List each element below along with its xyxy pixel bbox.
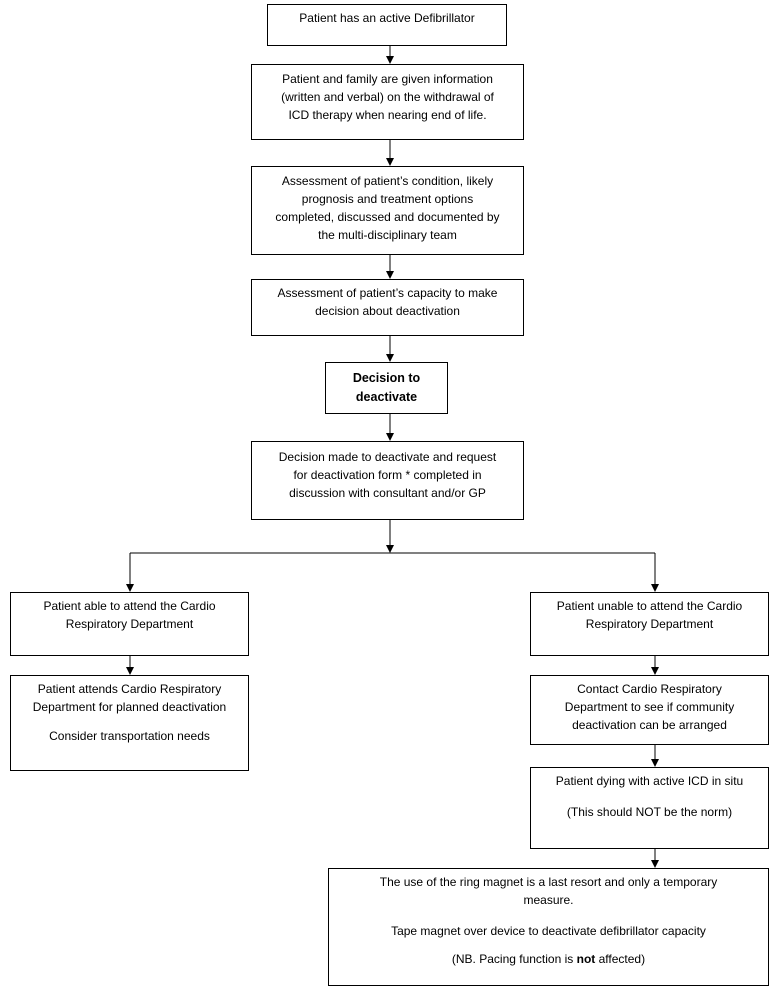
node-text: Patient has an active Defibrillator [299, 11, 475, 25]
node-text: Assessment of patient’s capacity to make [277, 286, 498, 300]
node-text: discussion with consultant and/or GP [289, 486, 486, 500]
node-unable-to-attend: Patient unable to attend the Cardio Resp… [530, 592, 769, 656]
node-text: prognosis and treatment options [301, 192, 474, 206]
node-contact-department: Contact Cardio Respiratory Department to… [530, 675, 769, 745]
node-text: Department for planned deactivation [32, 700, 227, 714]
node-text: Consider transportation needs [49, 729, 210, 743]
node-text: Respiratory Department [585, 617, 714, 631]
node-assessment-capacity: Assessment of patient’s capacity to make… [251, 279, 524, 336]
node-text: (written and verbal) on the withdrawal o… [281, 90, 494, 104]
node-text: decision about deactivation [315, 304, 460, 318]
node-text: deactivation can be arranged [572, 718, 727, 732]
node-text: completed, discussed and documented by [275, 210, 500, 224]
node-text: Patient able to attend the Cardio [43, 599, 216, 613]
node-active-defibrillator: Patient has an active Defibrillator [267, 4, 507, 46]
node-text: The use of the ring magnet is a last res… [379, 875, 718, 889]
node-text: (This should NOT be the norm) [566, 805, 733, 819]
note-text-post: affected) [595, 952, 646, 966]
node-text: measure. [523, 893, 574, 907]
node-text: Contact Cardio Respiratory [577, 682, 722, 696]
node-decision-made: Decision made to deactivate and request … [251, 441, 524, 520]
node-text: (NB. Pacing function is not affected) [335, 950, 762, 968]
node-ring-magnet: The use of the ring magnet is a last res… [328, 868, 769, 986]
node-assessment-condition: Assessment of patient’s condition, likel… [251, 166, 524, 255]
node-text: Patient dying with active ICD in situ [555, 774, 744, 788]
node-text: Patient unable to attend the Cardio [556, 599, 743, 613]
node-decision-to-deactivate: Decision to deactivate [325, 362, 448, 414]
node-text: Respiratory Department [65, 617, 194, 631]
node-text: Assessment of patient’s condition, likel… [281, 174, 494, 188]
node-text: Tape magnet over device to deactivate de… [391, 924, 706, 938]
node-text: Patient attends Cardio Respiratory [37, 682, 222, 696]
node-text: ICD therapy when nearing end of life. [288, 108, 487, 122]
node-dying-with-active-icd: Patient dying with active ICD in situ (T… [530, 767, 769, 849]
node-text: Department to see if community [564, 700, 735, 714]
note-text-pre: (NB. Pacing function is [451, 952, 577, 966]
node-attends-planned-deactivation: Patient attends Cardio Respiratory Depar… [10, 675, 249, 771]
spacer [335, 940, 762, 950]
node-text: Decision made to deactivate and request [278, 450, 497, 464]
node-information-given: Patient and family are given information… [251, 64, 524, 140]
node-text: deactivate [355, 390, 418, 404]
node-text: the multi-disciplinary team [318, 228, 457, 242]
node-able-to-attend: Patient able to attend the Cardio Respir… [10, 592, 249, 656]
node-text: for deactivation form * completed in [293, 468, 482, 482]
node-text: Patient and family are given information [282, 72, 493, 86]
note-text-bold: not [576, 952, 596, 966]
node-text: Decision to [352, 371, 421, 385]
